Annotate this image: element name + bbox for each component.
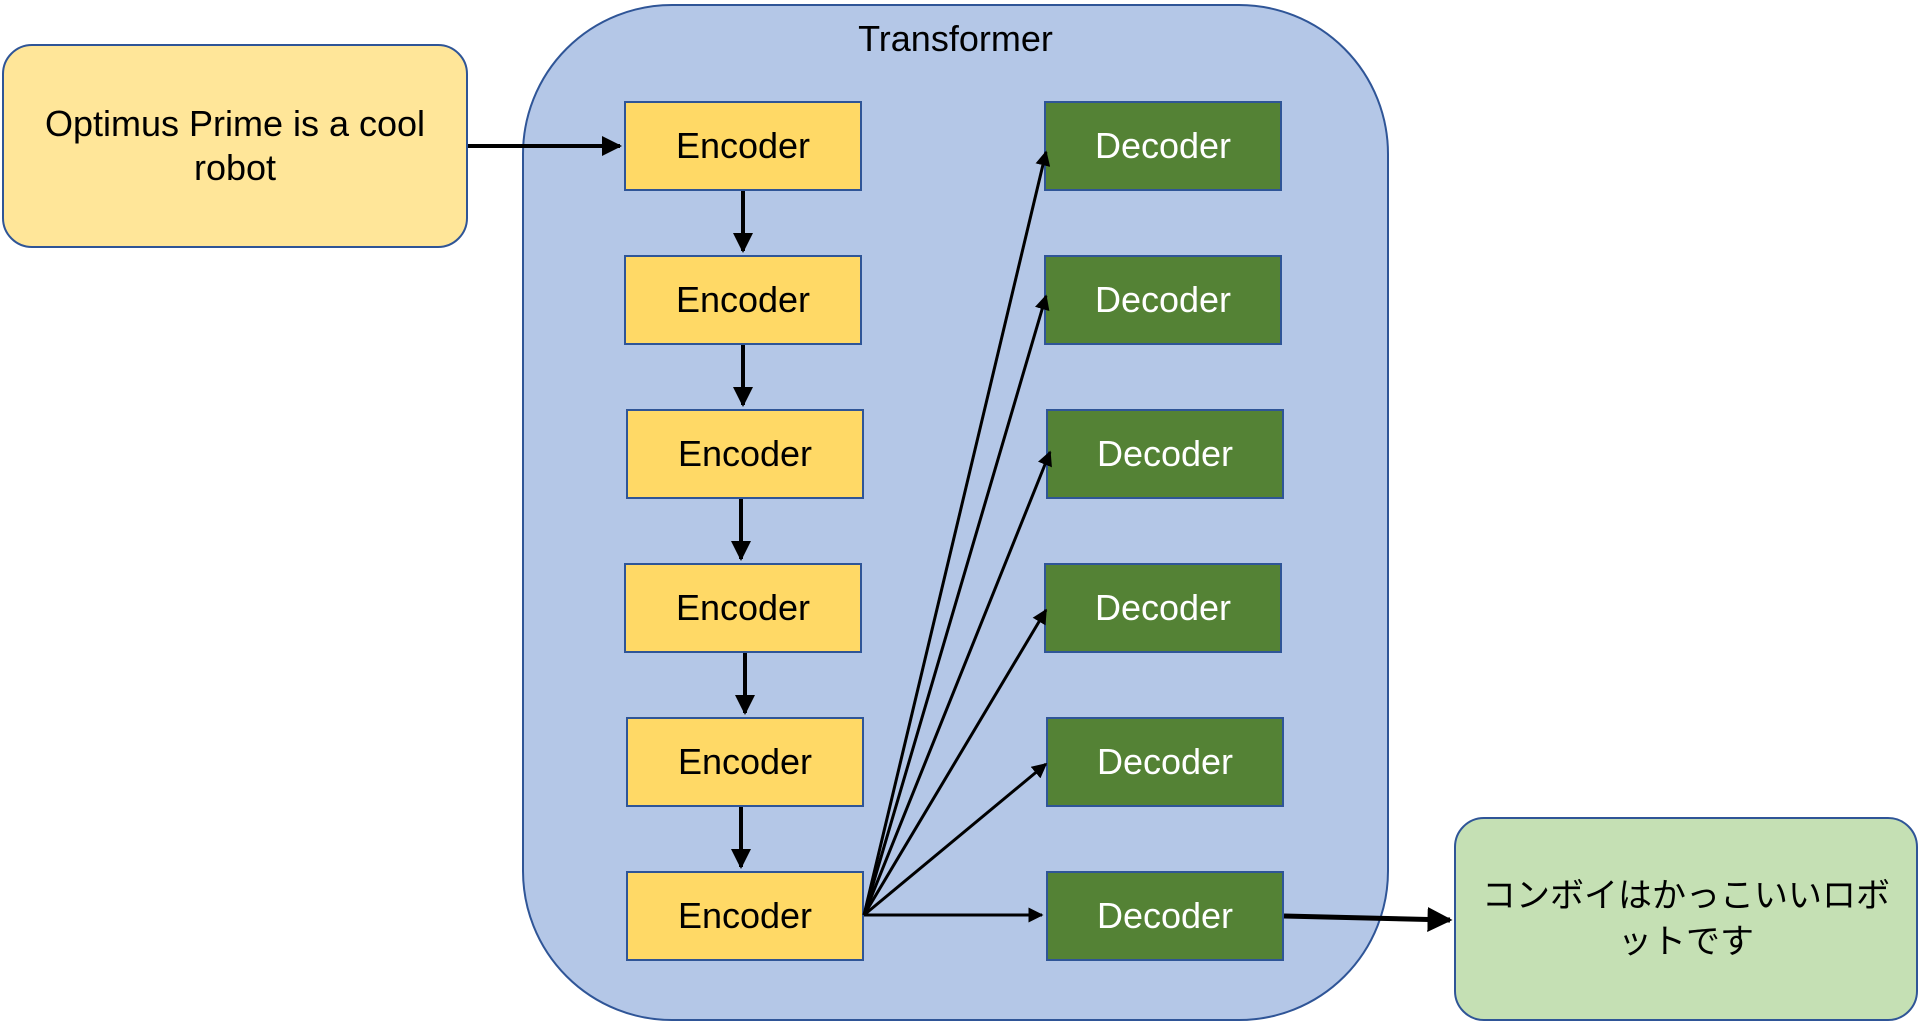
- encoder-block-6: Encoder: [626, 871, 864, 961]
- decoder-block-2: Decoder: [1044, 255, 1282, 345]
- decoder-block-5: Decoder: [1046, 717, 1284, 807]
- input-sentence-box: Optimus Prime is a cool robot: [2, 44, 468, 248]
- transformer-title: Transformer: [858, 18, 1053, 59]
- encoder-block-1: Encoder: [624, 101, 862, 191]
- encoder-block-3: Encoder: [626, 409, 864, 499]
- encoder-block-2: Encoder: [624, 255, 862, 345]
- output-sentence-text: コンボイはかっこいいロボットです: [1482, 876, 1890, 962]
- input-sentence-text: Optimus Prime is a cool robot: [44, 103, 426, 188]
- decoder-block-1: Decoder: [1044, 101, 1282, 191]
- decoder-block-3: Decoder: [1046, 409, 1284, 499]
- encoder-block-5: Encoder: [626, 717, 864, 807]
- encoder-block-4: Encoder: [624, 563, 862, 653]
- decoder-block-6: Decoder: [1046, 871, 1284, 961]
- output-sentence-box: コンボイはかっこいいロボットです: [1454, 817, 1918, 1021]
- decoder-block-4: Decoder: [1044, 563, 1282, 653]
